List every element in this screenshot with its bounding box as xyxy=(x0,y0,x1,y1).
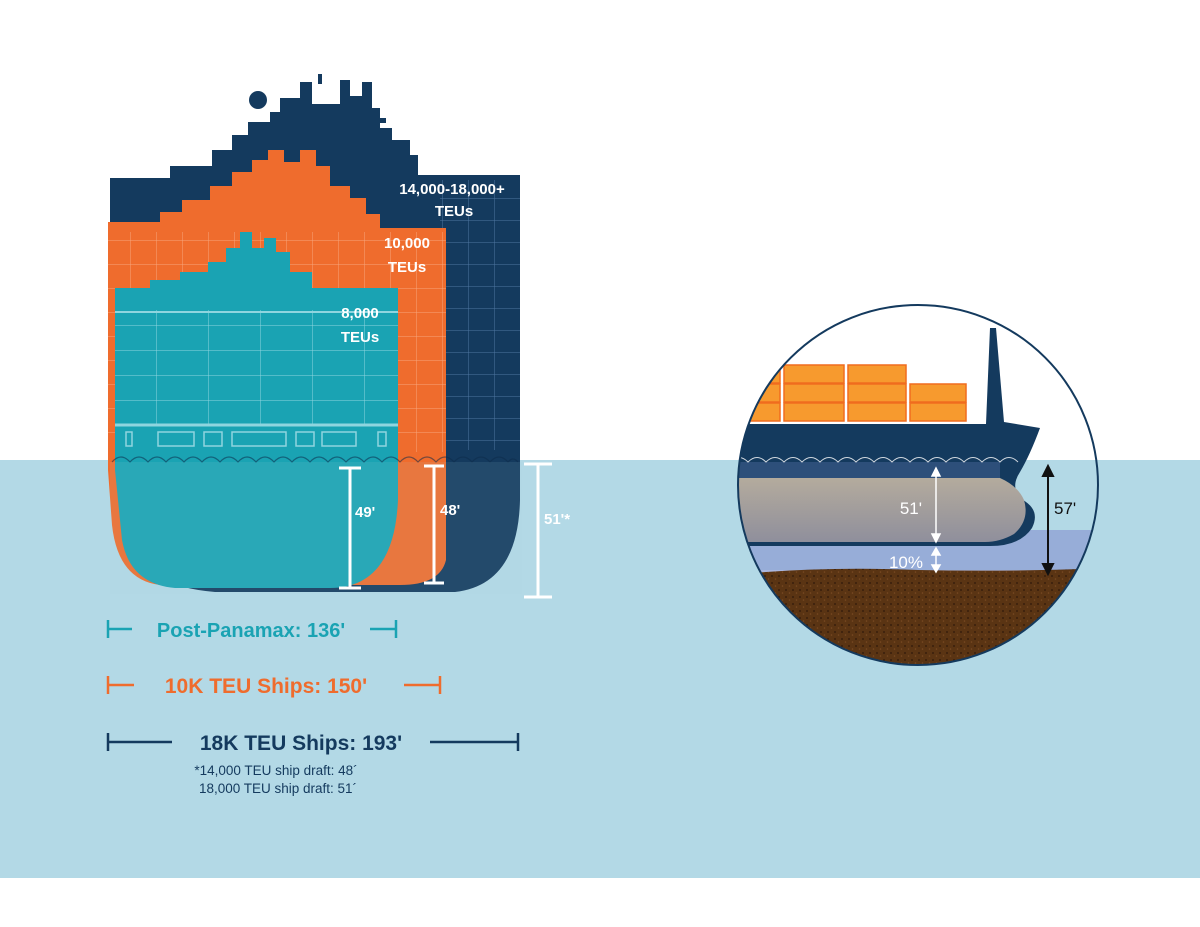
beam-label-post-panamax: Post-Panamax: 136' xyxy=(157,620,345,642)
inset-depth-arrow xyxy=(1041,463,1055,577)
draft-marker-medium xyxy=(424,464,444,585)
beam-label-10k-teu: 10K TEU Ships: 150' xyxy=(165,675,367,698)
beam-18k-teu: 18K TEU Ships: 193' xyxy=(106,732,520,755)
teu-label-medium-line1: 10,000 xyxy=(384,235,430,252)
beam-10k-teu: 10K TEU Ships: 150' xyxy=(106,675,442,698)
wave-crests xyxy=(0,453,1200,460)
draft-label-medium: 48' xyxy=(440,502,460,519)
teu-label-medium-line2: TEUs xyxy=(388,259,426,276)
hull-waterline xyxy=(111,456,519,463)
inset-draft-arrow xyxy=(930,466,942,574)
teu-label-large-line1: 14,000-18,000+ xyxy=(399,181,505,198)
draft-label-large: 51'* xyxy=(544,511,570,528)
teu-label-large-line2: TEUs xyxy=(435,203,473,220)
teu-label-small-line1: 8,000 xyxy=(341,305,379,322)
draft-marker-large xyxy=(524,462,552,599)
inset-draft-label: 51' xyxy=(900,499,922,518)
footnote-line2: 18,000 TEU ship draft: 51´ xyxy=(199,781,357,796)
beam-post-panamax: Post-Panamax: 136' xyxy=(106,620,398,642)
inset-clearance-label: 10% xyxy=(889,553,923,572)
draft-label-small: 49' xyxy=(355,504,375,521)
draft-marker-small xyxy=(339,466,361,590)
ship-post-panamax xyxy=(115,232,398,588)
footnote-line1: *14,000 TEU ship draft: 48´ xyxy=(194,763,357,778)
beam-label-18k-teu: 18K TEU Ships: 193' xyxy=(200,732,402,755)
channel-inset: 51' 10% 57' xyxy=(737,304,1099,666)
inset-depth-label: 57' xyxy=(1054,499,1076,518)
teu-label-small-line2: TEUs xyxy=(341,329,379,346)
